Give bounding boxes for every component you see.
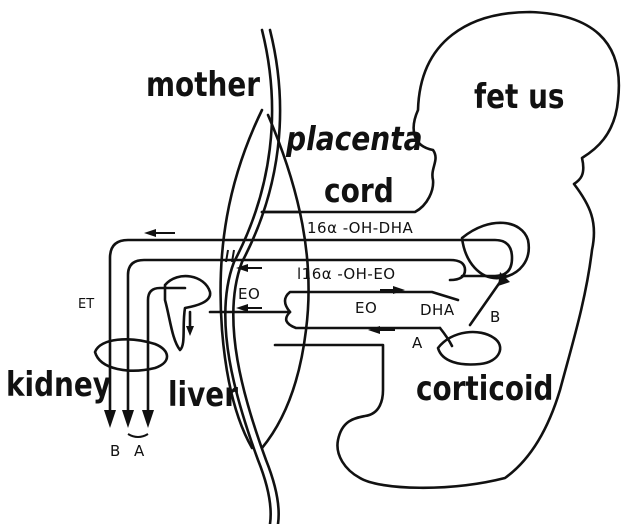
- label-cord: cord: [324, 174, 394, 207]
- label-eo-left: EO: [238, 287, 260, 302]
- label-16a-oh-eo: l16α -OH-EO: [297, 267, 396, 282]
- fetus-outline: [262, 12, 619, 488]
- brace-a: [128, 434, 148, 437]
- label-route-b-bottom: B: [110, 444, 121, 459]
- label-liver: liver: [168, 378, 238, 412]
- label-16a-oh-dha: 16α -OH-DHA: [307, 221, 413, 236]
- label-dha: DHA: [420, 303, 455, 318]
- label-route-a-bottom: A: [134, 444, 145, 459]
- arrow-head-b: [104, 410, 116, 428]
- label-mother: mother: [146, 68, 260, 102]
- label-corticoid: corticoid: [416, 372, 554, 406]
- label-route-b-fetal: B: [490, 310, 501, 325]
- label-eo-mid: EO: [355, 301, 377, 316]
- fetal-adrenal: [462, 223, 529, 278]
- label-placenta: placenta: [286, 122, 423, 155]
- arrow-liver-down: [186, 326, 194, 336]
- arrow-head-a2: [142, 410, 154, 428]
- label-fetus: fet us: [474, 80, 565, 114]
- label-et: ET: [78, 298, 94, 311]
- arrow-left-top: [144, 229, 156, 237]
- arrow-head-a1: [122, 410, 134, 428]
- label-kidney: kidney: [6, 368, 111, 402]
- label-route-a-fetal: A: [412, 336, 423, 351]
